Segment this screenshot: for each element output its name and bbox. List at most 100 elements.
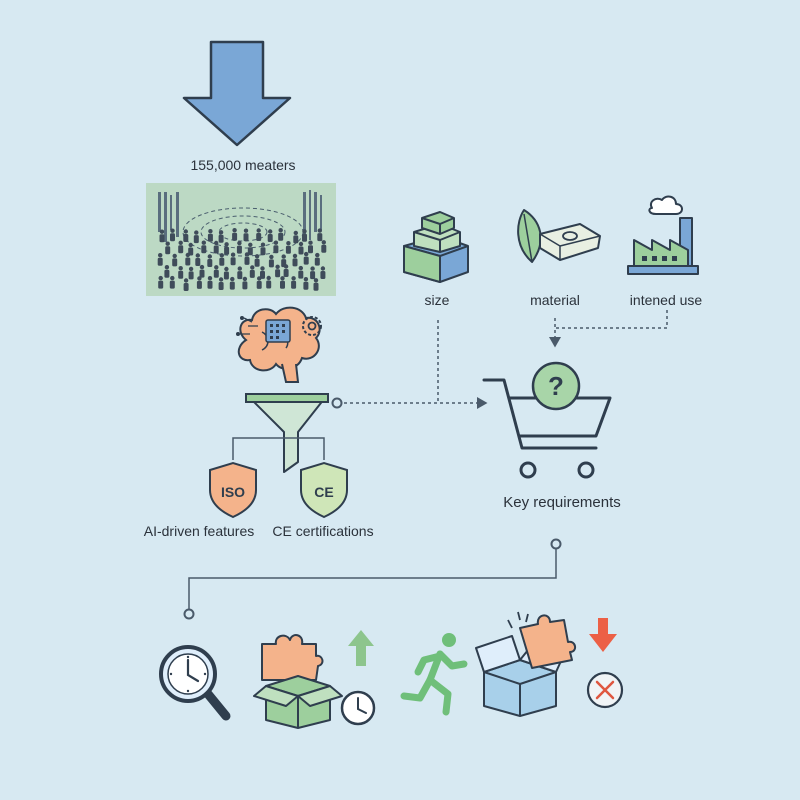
crowd-person-head: [280, 276, 285, 281]
crowd-person-head: [218, 230, 224, 235]
crowd-person-body: [237, 271, 243, 280]
crowd-person-head: [256, 228, 261, 233]
crowd-person-head: [308, 240, 313, 245]
crowd-person-head: [313, 278, 319, 283]
crowd-person-body: [236, 245, 242, 254]
iso-shield-icon: ISO: [209, 461, 257, 519]
crowd-person-body: [242, 281, 248, 290]
crowd-person-head: [286, 241, 291, 246]
crowd-person-body: [229, 281, 235, 290]
crowd-person-body: [185, 257, 191, 266]
crowd-person-head: [310, 266, 315, 271]
crowd-person-head: [269, 254, 274, 260]
crowd-person-body: [293, 235, 299, 244]
crowd-person-body: [321, 244, 327, 253]
crowd-person-body: [218, 282, 224, 290]
crowd-person-body: [213, 269, 219, 278]
crowd-person-head: [283, 264, 289, 269]
crowd-person-head: [199, 264, 205, 270]
crowd-person-head: [244, 252, 250, 257]
crowd-person-head: [243, 228, 249, 233]
crowd-person-body: [188, 247, 194, 256]
crowd-person-head: [183, 278, 189, 283]
funnel-icon: [245, 393, 329, 473]
crowd-person-body: [218, 234, 224, 243]
crowd-person-body: [285, 245, 291, 254]
crowd-person-head: [214, 265, 219, 270]
crowd-person-head: [188, 266, 194, 272]
crowd-person-head: [230, 252, 236, 257]
crowd-person-body: [178, 245, 184, 254]
crowd-person-head: [219, 253, 224, 258]
crowd-person-body: [260, 247, 266, 256]
ai-features-label: AI-driven features: [143, 523, 255, 539]
crowd-person-body: [302, 233, 307, 242]
crowd-person-body: [249, 269, 255, 278]
crowd-person-head: [257, 276, 262, 281]
crowd-person-body: [275, 269, 281, 278]
key-requirements-label: Key requirements: [503, 494, 621, 511]
question-mark-text: ?: [548, 371, 564, 401]
crowd-person-body: [213, 245, 219, 254]
crowd-person-head: [207, 254, 212, 259]
crowd-person-head: [268, 229, 273, 234]
crowd-person-head: [315, 252, 320, 258]
crowd-person-head: [230, 276, 235, 282]
funnel-branch-lines: [232, 437, 325, 460]
crowd-person-head: [275, 264, 280, 269]
crowd-person-body: [266, 280, 272, 289]
crowd-person-head: [201, 240, 206, 245]
crowd-person-head: [298, 241, 304, 247]
crowd-person-body: [273, 245, 279, 254]
crowd-person-head: [304, 251, 309, 257]
crowd-person-head: [178, 240, 183, 245]
crowd-person-body: [170, 233, 175, 242]
crowd-person-head: [183, 229, 188, 234]
crowd-person-head: [292, 253, 298, 259]
box-puzzle-icon: [253, 634, 343, 729]
crowd-person-body: [283, 269, 289, 277]
crowd-person-head: [159, 229, 165, 234]
crowd-person-body: [199, 269, 205, 278]
crowd-person-body: [232, 232, 238, 241]
crowd-person-head: [303, 277, 309, 282]
crowd-person-body: [260, 270, 265, 279]
clock-icon: [340, 690, 376, 726]
crowd-person-body: [207, 280, 213, 289]
crowd-person-body: [219, 257, 225, 266]
crowd-person-head: [302, 229, 307, 234]
up-arrow-icon: [348, 630, 374, 666]
crowd-person-body: [292, 258, 298, 267]
cancel-circle-icon: [586, 671, 624, 709]
crowd-person-body: [169, 280, 175, 289]
down-red-arrow-icon: [589, 618, 617, 652]
crowd-person-head: [232, 228, 237, 233]
crowd-person-body: [314, 257, 320, 266]
crowd-person-body: [268, 259, 274, 268]
crowd-person-body: [247, 247, 253, 256]
shopping-cart-icon: ?: [482, 361, 612, 479]
crowd-person-head: [207, 276, 213, 281]
ce-shield-icon: CE: [300, 461, 348, 519]
crowd-person-head: [273, 240, 279, 245]
crowd-person-body: [223, 271, 229, 280]
crowd-person-head: [195, 253, 200, 258]
crowd-person-head: [293, 230, 298, 236]
bottom-connector: [183, 538, 562, 620]
crowd-person-body: [278, 232, 284, 241]
crowd-image: [146, 183, 336, 296]
running-person-icon: [400, 633, 468, 716]
material-label: material: [530, 292, 580, 308]
crowd-person-body: [158, 280, 164, 289]
crowd-person-body: [291, 280, 297, 289]
attribute-connectors: [437, 310, 668, 403]
crowd-person-body: [256, 233, 262, 241]
crowd-person-head: [194, 230, 199, 235]
crowd-person-body: [298, 246, 304, 255]
crowd-person-head: [250, 265, 255, 270]
crowd-person-body: [188, 271, 194, 280]
crowd-person-head: [172, 253, 177, 259]
crowd-person-head: [278, 228, 283, 233]
ce-badge-text: CE: [314, 484, 333, 500]
